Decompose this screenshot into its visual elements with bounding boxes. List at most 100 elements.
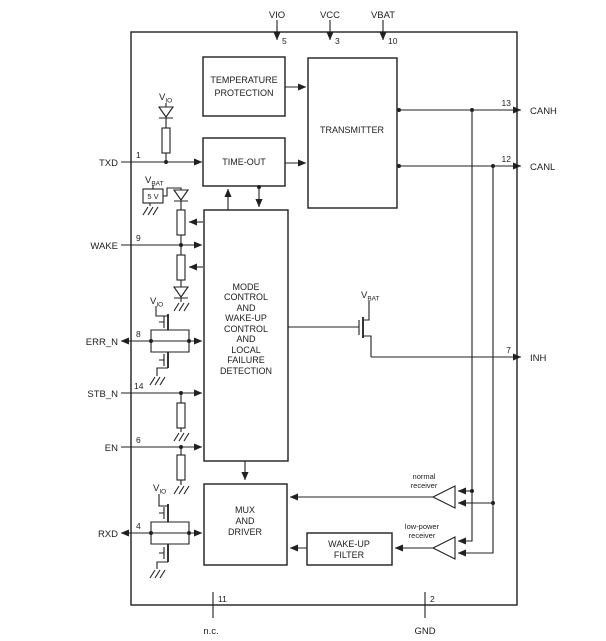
bat-subscript: BAT xyxy=(151,181,163,188)
low-power-receiver-triangle xyxy=(431,536,456,560)
wire-vio-to-pmos xyxy=(158,494,168,507)
junction-dot xyxy=(187,339,191,343)
inh-mosfet-circuit: VBAT xyxy=(288,290,380,357)
pin-number-vio: 5 xyxy=(282,36,287,46)
block-label: DETECTION xyxy=(220,366,272,376)
pin-number-vcc: 3 xyxy=(335,36,340,46)
junction-dot xyxy=(491,164,495,168)
pin-number-en: 6 xyxy=(136,435,141,445)
junction-dots xyxy=(149,108,495,535)
block-temperature-protection: TEMPERATURE PROTECTION xyxy=(202,56,286,117)
block-label: AND xyxy=(236,334,256,344)
pin-txd: TXD 1 xyxy=(99,150,203,169)
bus-canl xyxy=(457,166,494,557)
ground-icon xyxy=(173,432,190,442)
block-time-out: TIME-OUT xyxy=(202,137,286,187)
pin-label-err-n: ERR_N xyxy=(86,337,118,348)
ground-icon xyxy=(173,485,190,495)
v-symbol: V xyxy=(150,296,157,307)
mosfet-pmos-gate xyxy=(159,507,165,519)
v-symbol: V xyxy=(361,290,368,301)
pin-label-en: EN xyxy=(105,443,118,454)
pin-number-gnd: 2 xyxy=(430,594,435,604)
pin-number-inh: 7 xyxy=(506,345,511,355)
ground-icon xyxy=(149,376,166,386)
wire-nmos-to-ground xyxy=(156,367,168,376)
block-temperature-protection-box xyxy=(202,56,286,117)
block-label: TEMPERATURE xyxy=(210,75,277,85)
block-label: MODE xyxy=(233,282,260,292)
junction-dot xyxy=(149,531,153,535)
pin-label-vcc: VCC xyxy=(320,10,340,21)
junction-dot xyxy=(397,108,401,112)
ground-icon xyxy=(142,206,159,216)
vio-label-rxd: VIO xyxy=(153,483,166,496)
low-power-receiver: low-power receiver xyxy=(405,522,456,560)
junction-dot xyxy=(179,391,183,395)
junction-dot xyxy=(470,489,474,493)
mosfet-nmos-gate xyxy=(159,354,165,366)
wire-pmos-drain xyxy=(150,521,190,533)
low-power-receiver-label: receiver xyxy=(409,531,436,540)
pin-label-canh: CANH xyxy=(530,106,557,117)
pin-number-txd: 1 xyxy=(136,150,141,160)
block-transmitter: TRANSMITTER xyxy=(307,57,398,209)
pin-label-vio: VIO xyxy=(269,10,285,21)
v-symbol: V xyxy=(159,92,166,103)
pin-label-rxd: RXD xyxy=(98,529,118,540)
junction-dot xyxy=(397,164,401,168)
block-label: MUX xyxy=(235,505,255,515)
block-time-out-box xyxy=(202,137,286,187)
block-wake-up-filter: WAKE-UP FILTER xyxy=(306,532,393,566)
normal-receiver-label: normal xyxy=(413,472,436,481)
pin-number-canl: 12 xyxy=(502,154,512,164)
vio-label-err-n: VIO xyxy=(150,296,163,309)
ground-icon xyxy=(173,302,190,312)
pin-stb-n: STB_N 14 xyxy=(87,381,203,400)
io-subscript: IO xyxy=(165,98,172,105)
wire-nmos-to-ground xyxy=(156,561,168,569)
pin-gnd: 2 GND xyxy=(414,592,436,637)
block-label: WAKE-UP xyxy=(225,313,267,323)
wire-nmos-drain xyxy=(150,533,190,545)
normal-receiver-triangle xyxy=(431,485,456,509)
pin-canh: CANH 13 xyxy=(397,98,557,117)
resistor-wake-lower xyxy=(176,254,186,281)
normal-receiver: normal receiver xyxy=(411,472,456,509)
low-power-receiver-label: low-power xyxy=(405,522,440,531)
pin-label-canl: CANL xyxy=(530,162,555,173)
pin-label-txd: TXD xyxy=(99,158,118,169)
wire-vbat-to-drain xyxy=(363,301,370,321)
block-label: LOCAL xyxy=(231,345,261,355)
block-label: FAILURE xyxy=(227,355,265,365)
io-subscript: IO xyxy=(159,489,166,496)
vbat-label-inh: VBAT xyxy=(361,290,380,303)
pin-label-wake: WAKE xyxy=(90,241,118,252)
block-mode-control-box xyxy=(203,209,289,462)
txd-pullup-circuit: VIO xyxy=(157,92,175,162)
wake-network: VBAT 5 V xyxy=(142,175,190,312)
vio-label-txd: VIO xyxy=(159,92,172,105)
block-mode-control: MODE CONTROL AND WAKE-UP CONTROL AND LOC… xyxy=(203,209,289,462)
junction-dot xyxy=(179,445,183,449)
junction-dot xyxy=(179,243,183,247)
junction-dot xyxy=(491,501,495,505)
diode-wake-top-cathode xyxy=(174,200,188,210)
diode-wake-bottom xyxy=(172,286,190,298)
diode-txd-cathode xyxy=(159,117,173,128)
pin-label-stb-n: STB_N xyxy=(87,389,118,400)
pin-canl: CANL 12 xyxy=(397,154,555,173)
pin-vbat-top: VBAT 10 xyxy=(371,10,398,46)
pin-vcc-top: VCC 3 xyxy=(320,10,340,46)
junction-dot xyxy=(257,185,261,189)
pin-number-rxd: 4 xyxy=(136,521,141,531)
mosfet-nmos-gate xyxy=(159,547,165,559)
block-label: TRANSMITTER xyxy=(320,125,384,135)
junction-dot xyxy=(149,339,153,343)
diode-txd xyxy=(157,106,175,118)
wire-nmos-drain xyxy=(150,341,190,353)
junction-dot xyxy=(164,160,168,164)
pin-number-canh: 13 xyxy=(502,98,512,108)
pin-label-vbat: VBAT xyxy=(371,10,395,21)
pin-number-vbat: 10 xyxy=(388,36,398,46)
